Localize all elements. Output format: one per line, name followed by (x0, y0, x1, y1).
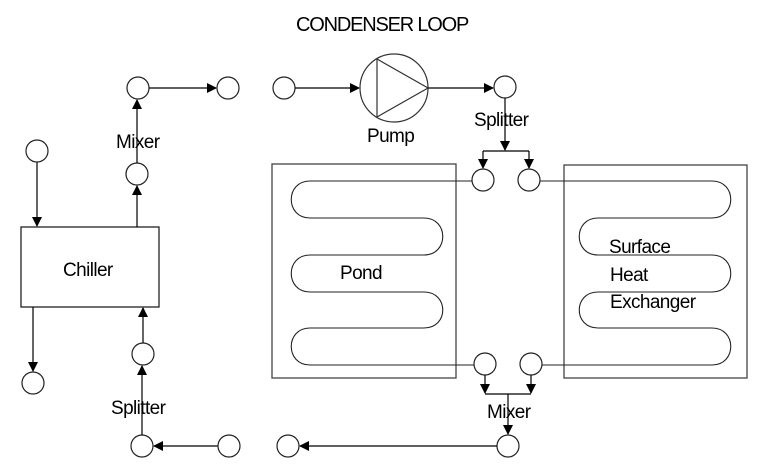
shx-coil (540, 180, 732, 366)
chiller-cond-inlet-node[interactable] (131, 342, 155, 366)
shx-label-line1: Surface (609, 237, 670, 258)
mixer-left-inlet-node[interactable] (125, 162, 149, 186)
demand-outlet-node[interactable] (276, 434, 300, 458)
shx-outlet-node[interactable] (519, 352, 543, 376)
pond[interactable]: Pond (271, 163, 474, 379)
diagram-title: CONDENSER LOOP (296, 14, 469, 36)
pond-label: Pond (340, 263, 382, 284)
pond-coil (290, 180, 474, 366)
chiller-evap-outlet-node[interactable] (21, 371, 45, 395)
pond-box (271, 163, 457, 379)
pump-body (359, 53, 429, 123)
pump-triangle-icon (376, 57, 430, 119)
chiller-group: Chiller (20, 226, 160, 308)
shx-box (563, 164, 748, 379)
splitter-left-label: Splitter (111, 398, 167, 419)
surface-heat-exchanger[interactable]: Surface Heat Exchanger (540, 164, 748, 379)
mixer-left-label: Mixer (116, 132, 161, 153)
splitter-right-inlet-node[interactable] (493, 75, 517, 99)
mixer-left-outlet-node[interactable] (126, 76, 150, 100)
chiller-label: Chiller (63, 260, 114, 281)
shx-label-line2: Heat (610, 265, 649, 286)
supply-inlet-node[interactable] (217, 434, 241, 458)
splitter-right-label: Splitter (474, 110, 530, 131)
pond-inlet-node[interactable] (471, 168, 495, 192)
supply-outlet-node[interactable] (216, 76, 240, 100)
mixer-right-label: Mixer (487, 402, 532, 423)
pond-outlet-node[interactable] (473, 352, 497, 376)
pump[interactable] (359, 53, 430, 123)
splitter-left-inlet-node[interactable] (130, 434, 154, 458)
pump-label: Pump (367, 126, 414, 147)
chiller-box[interactable] (20, 226, 160, 308)
shx-inlet-node[interactable] (517, 168, 541, 192)
shx-label-line3: Exchanger (610, 292, 697, 313)
pump-inlet-node[interactable] (272, 76, 296, 100)
chiller-evap-inlet-node[interactable] (25, 139, 49, 163)
mixer-right-outlet-node[interactable] (496, 434, 520, 458)
